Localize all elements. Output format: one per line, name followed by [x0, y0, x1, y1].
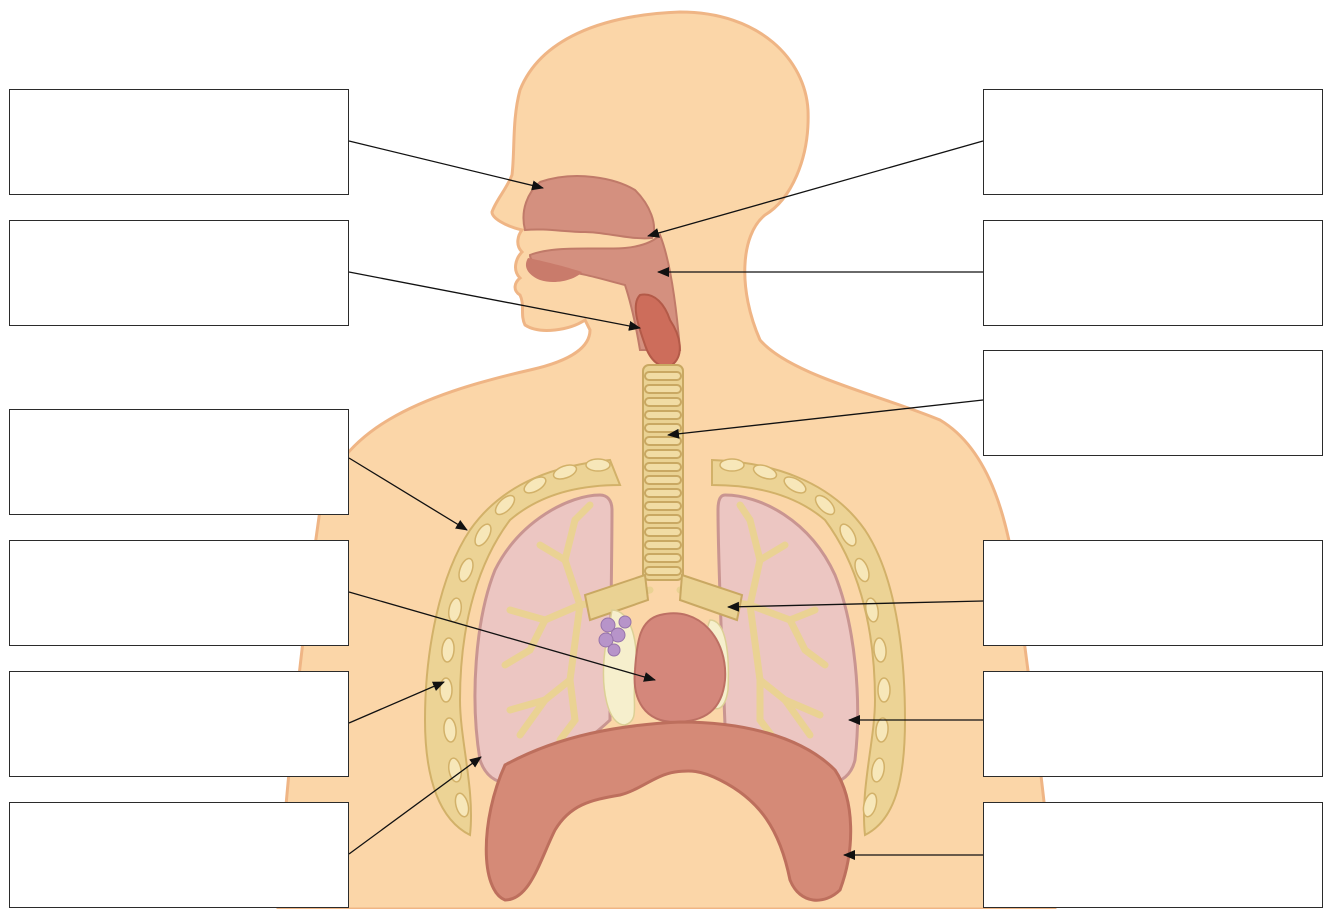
trachea-ring: [645, 450, 681, 458]
trachea-ring: [645, 502, 681, 510]
trachea-ring: [645, 489, 681, 497]
label-box-trachea[interactable]: [983, 350, 1323, 456]
label-box-thoracic-cavity[interactable]: [9, 409, 349, 515]
label-box-heart[interactable]: [9, 540, 349, 646]
label-box-pleura[interactable]: [9, 802, 349, 908]
trachea-ring: [645, 424, 681, 432]
label-box-diaphragm[interactable]: [983, 802, 1323, 908]
trachea-ring: [645, 541, 681, 549]
rib-segment: [440, 678, 452, 702]
trachea-ring: [645, 398, 681, 406]
trachea-ring: [645, 385, 681, 393]
trachea-ring: [645, 515, 681, 523]
trachea-ring: [645, 554, 681, 562]
label-box-nasal-cavity[interactable]: [9, 89, 349, 195]
trachea-ring: [645, 437, 681, 445]
trachea-ring: [645, 476, 681, 484]
rib-segment: [878, 678, 890, 702]
rib-segment: [720, 459, 744, 471]
label-box-bronchus[interactable]: [983, 540, 1323, 646]
trachea-ring: [645, 567, 681, 575]
label-box-pharynx[interactable]: [983, 220, 1323, 326]
trachea-ring: [645, 528, 681, 536]
label-box-ribs[interactable]: [9, 671, 349, 777]
trachea-ring: [645, 463, 681, 471]
rib-segment: [586, 459, 610, 471]
trachea-ring: [645, 372, 681, 380]
trachea-shape: [643, 365, 683, 580]
label-box-bronchioles[interactable]: [983, 671, 1323, 777]
label-box-oral-cavity[interactable]: [983, 89, 1323, 195]
label-box-larynx[interactable]: [9, 220, 349, 326]
trachea-ring: [645, 411, 681, 419]
